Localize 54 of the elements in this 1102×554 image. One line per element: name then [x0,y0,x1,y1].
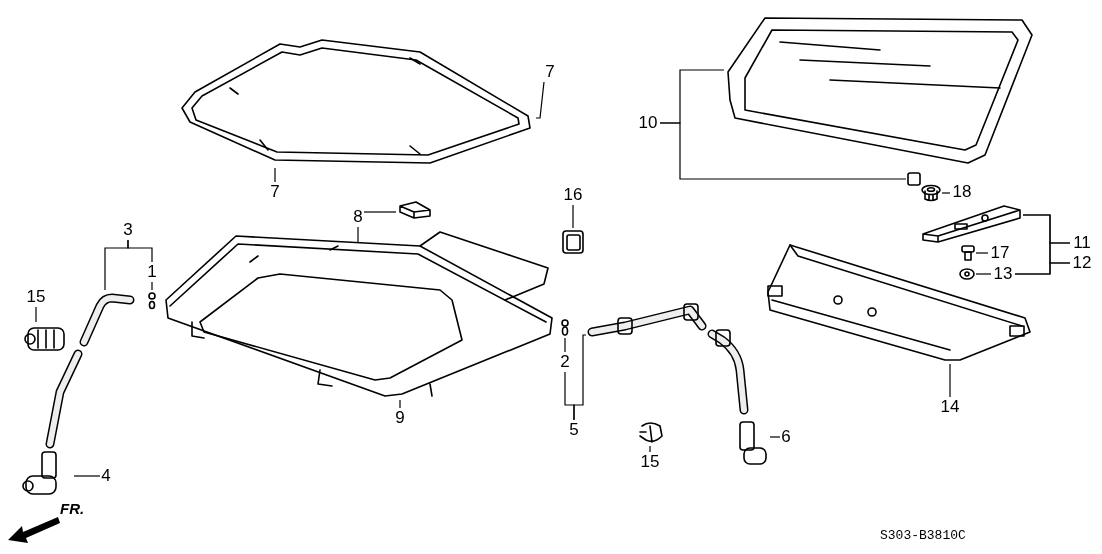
callout-number: 12 [1070,253,1094,273]
leader-line [649,445,651,453]
drain-tube-drawing [586,300,750,416]
callout-number: 4 [100,466,112,486]
callout-number: 8 [352,207,364,227]
leader-line [659,122,907,180]
leader-line [1014,262,1071,275]
leader-line [975,252,989,254]
bolt-drawing [960,244,976,262]
pad-drawing [560,228,586,256]
leader-line [769,436,781,438]
glass-panel-drawing [724,14,1036,166]
callout-number: 6 [780,427,792,447]
callout-number: 1 [146,262,158,282]
callout-number: 14 [938,397,962,417]
clip-drawing [396,200,434,220]
callout-number: 15 [638,452,662,472]
leader-line [127,239,153,263]
callout-number: 15 [24,287,48,307]
leader-line [73,475,101,477]
slider-bracket-drawing [919,203,1023,243]
nut-drawing [958,267,976,281]
callout-number: 11 [1070,233,1094,253]
callout-number: 16 [561,185,585,205]
callout-number: 13 [991,264,1015,284]
callout-number: 17 [988,243,1012,263]
clip-drawing [559,318,571,338]
leader-line [535,81,545,119]
callout-number: 2 [559,352,571,372]
leader-line [399,399,401,409]
callout-number: 3 [122,220,134,240]
drawing-code: S303-B3810C [880,528,966,543]
callout-number: 9 [394,408,406,428]
leader-line [564,337,566,353]
callout-number: 10 [636,113,660,133]
direction-label: FR. [60,500,85,517]
callout-number: 18 [950,182,974,202]
leader-line [975,273,992,275]
callout-number: 7 [544,62,556,82]
clamp-drawing [636,420,666,446]
leader-line [572,204,574,229]
leader-line [363,211,397,213]
clip-drawing [146,290,158,310]
leader-line [573,334,587,421]
leader-line [357,226,359,244]
leader-line [941,192,951,194]
stopper-block [906,171,922,187]
callout-number: 7 [269,182,281,202]
callout-number: 5 [568,420,580,440]
leader-line [151,281,153,291]
leader-line [274,167,276,183]
leader-line [949,363,951,398]
grommet-drawing [920,183,942,203]
leader-line [35,306,37,323]
